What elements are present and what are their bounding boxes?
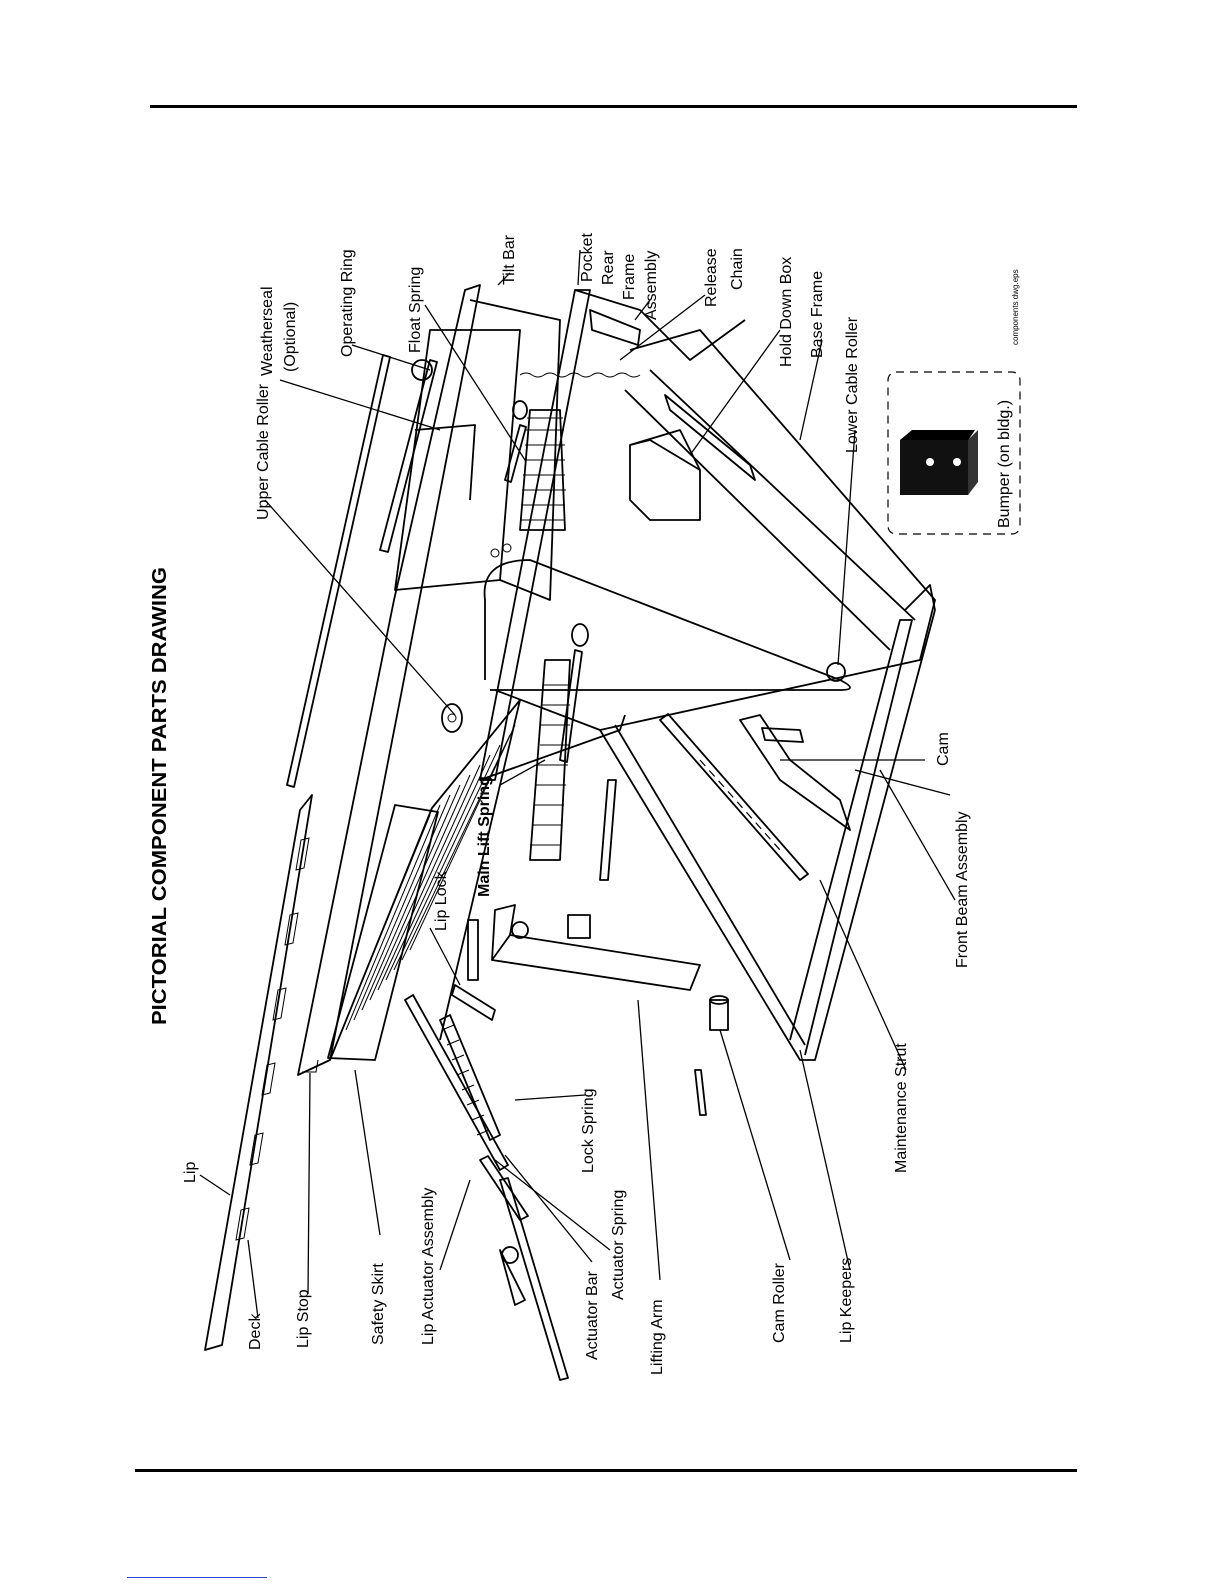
cam-roller-part (694, 995, 729, 1116)
label-upper-cable-roller: Upper Cable Roller (255, 383, 272, 520)
callout-bumper: Bumper (on bldg.) (996, 400, 1013, 528)
callout-cam: Cam (935, 732, 952, 766)
operating-rod (286, 354, 391, 788)
callout-actuator-bar: Actuator Bar (584, 1270, 601, 1360)
title-group: PICTORIAL COMPONENT PARTS DRAWING (149, 567, 171, 1025)
label-hold-down-box: Hold Down Box (778, 257, 795, 367)
label-lip: Lip (182, 1162, 199, 1183)
label-lifting-arm: Lifting Arm (649, 1299, 666, 1375)
callout-lip-stop: Lip Stop (295, 1289, 312, 1348)
main-lift-spring (529, 649, 583, 861)
file-note-group: components dwg.eps (1011, 269, 1020, 345)
callout-float-spring: Float Spring (407, 267, 424, 353)
callout-pocket: Pocket (579, 233, 596, 282)
callout-rear: Rear (600, 250, 617, 285)
callout-weatherseal-note: (Optional) (282, 302, 299, 372)
label-chain: Chain (729, 248, 746, 290)
top-rule (150, 105, 1077, 108)
label-main-lift-spring: Main Lift Spring (476, 776, 493, 897)
rear-frame (479, 289, 746, 781)
callout-lip-lock: Lip Lock (433, 870, 450, 931)
lip-actuator-part (404, 994, 569, 1381)
label-lock-spring: Lock Spring (580, 1089, 597, 1174)
label-deck: Deck (247, 1313, 264, 1350)
label-cam: Cam (935, 732, 952, 766)
callout-upper-cable-roller: Upper Cable Roller (255, 383, 272, 520)
callout-safety-skirt: Safety Skirt (370, 1263, 387, 1345)
label-operating-ring: Operating Ring (339, 249, 356, 357)
callout-lip: Lip (182, 1162, 199, 1183)
cable-loop (483, 559, 851, 691)
deck-part (297, 284, 561, 1076)
callout-maintenance-strut: Maintenance Strut (893, 1043, 910, 1173)
label-base-frame: Base Frame (809, 271, 826, 358)
callout-actuator-spring: Actuator Spring (610, 1190, 627, 1300)
label-release: Release (703, 248, 720, 307)
label-lip-actuator-assembly: Lip Actuator Assembly (420, 1188, 437, 1345)
callout-lifting-arm: Lifting Arm (649, 1299, 666, 1375)
callout-deck: Deck (247, 1313, 264, 1350)
callout-cam-roller: Cam Roller (771, 1262, 788, 1343)
label-frame: Frame (621, 254, 638, 300)
bumper-box (887, 371, 1021, 535)
cam-part (739, 714, 851, 831)
callout-hold-down-box: Hold Down Box (778, 257, 795, 367)
hold-down-box-part (629, 394, 756, 521)
release-chain (519, 372, 641, 378)
label-maintenance-strut: Maintenance Strut (893, 1043, 910, 1173)
lip-lock-part (451, 919, 496, 1021)
bottom-rule (135, 1469, 1077, 1472)
file-note: components dwg.eps (1011, 269, 1020, 345)
page-link-underline (127, 1577, 267, 1578)
label-bumper: Bumper (on bldg.) (996, 400, 1013, 528)
label-lip-keepers: Lip Keepers (838, 1258, 855, 1343)
label-weatherseal-note: (Optional) (282, 302, 299, 372)
callout-release: Release (703, 248, 720, 307)
base-frame (494, 329, 936, 1061)
label-assembly: Assembly (643, 251, 660, 320)
label-pocket: Pocket (579, 233, 596, 282)
weatherseal-part (379, 359, 438, 553)
callout-main-lift-spring: Main Lift Spring (476, 776, 493, 897)
safety-skirt-part (327, 804, 439, 1061)
callout-lower-cable-roller: Lower Cable Roller (844, 316, 861, 453)
label-actuator-spring: Actuator Spring (610, 1190, 627, 1300)
label-rear: Rear (600, 250, 617, 285)
label-actuator-bar: Actuator Bar (584, 1270, 601, 1360)
callout-lock-spring: Lock Spring (580, 1089, 597, 1174)
label-lower-cable-roller: Lower Cable Roller (844, 316, 861, 453)
lifting-arm-part (491, 779, 701, 991)
label-lip-lock: Lip Lock (433, 870, 450, 931)
callout-weatherseal: Weatherseal (259, 286, 276, 376)
label-float-spring: Float Spring (407, 267, 424, 353)
label-safety-skirt: Safety Skirt (370, 1263, 387, 1345)
callout-base-frame: Base Frame (809, 271, 826, 358)
label-tilt-bar: Tilt Bar (501, 234, 518, 285)
callout-assembly: Assembly (643, 251, 660, 320)
callout-operating-ring: Operating Ring (339, 249, 356, 357)
callout-lip-keepers: Lip Keepers (838, 1258, 855, 1343)
callout-chain: Chain (729, 248, 746, 290)
label-weatherseal: Weatherseal (259, 286, 276, 376)
upper-roller-part (441, 400, 589, 733)
callout-lip-actuator-assembly: Lip Actuator Assembly (420, 1188, 437, 1345)
label-front-beam-assembly: Front Beam Assembly (954, 812, 971, 969)
callout-tilt-bar: Tilt Bar (501, 234, 518, 285)
maintenance-strut-part (659, 713, 809, 881)
lip-part (204, 794, 313, 1351)
callout-front-beam-assembly: Front Beam Assembly (954, 812, 971, 969)
label-cam-roller: Cam Roller (771, 1262, 788, 1343)
leader-lines (199, 249, 956, 1319)
label-lip-stop: Lip Stop (295, 1289, 312, 1348)
diagram-title: PICTORIAL COMPONENT PARTS DRAWING (149, 567, 171, 1025)
callout-frame: Frame (621, 254, 638, 300)
